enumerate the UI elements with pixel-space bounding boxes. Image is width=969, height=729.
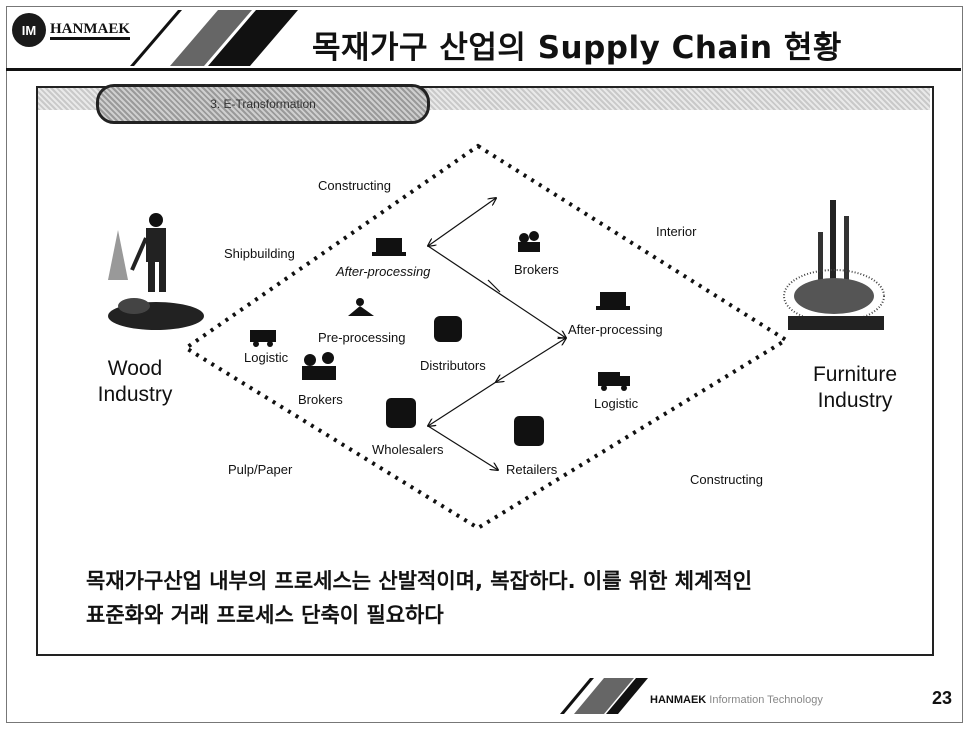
arrow-wholesalers-retailers <box>427 425 498 470</box>
node-brokers-2: Brokers <box>298 392 343 407</box>
wood-label-line1: Wood <box>107 357 163 380</box>
page-title: 목재가구 산업의 Supply Chain 현황 <box>312 30 842 66</box>
arrow-after1-after2 <box>427 245 566 338</box>
supply-chain-diagram <box>108 143 885 531</box>
node-retailers: Retailers <box>506 462 558 477</box>
content-panel <box>36 86 934 656</box>
footer-stripes-decoration <box>560 678 648 714</box>
brokers-2-icon <box>302 352 336 380</box>
wood-label-line2: Industry <box>97 383 173 406</box>
furniture-label-line2: Industry <box>817 389 893 412</box>
wood-industry-label: Wood Industry <box>90 356 180 408</box>
furniture-industry-illustration <box>783 200 885 330</box>
label-constructing-top: Constructing <box>318 178 391 193</box>
distributors-icon <box>434 316 462 342</box>
logo-badge: IM <box>12 13 46 47</box>
slide-frame <box>6 6 963 723</box>
footer-company: HANMAEK <box>650 694 707 706</box>
after-processing-2-icon <box>596 292 630 310</box>
logo-wordmark: HANMAEK <box>50 21 130 40</box>
label-pulp-paper: Pulp/Paper <box>228 462 293 477</box>
wholesalers-icon <box>386 398 416 428</box>
header-stripes-decoration <box>130 10 298 66</box>
summary-line-1: 목재가구산업 내부의 프로세스는 산발적이며, 복잡하다. 이를 위한 체계적인 <box>86 569 753 593</box>
section-tab: 3. E-Transformation <box>96 84 430 124</box>
node-wholesalers: Wholesalers <box>372 442 444 457</box>
footer-text: HANMAEK Information Technology <box>650 694 823 706</box>
after-processing-1-icon <box>372 238 406 256</box>
node-pre-processing: Pre-processing <box>318 330 406 345</box>
page-number: 23 <box>932 688 953 708</box>
header-divider <box>6 68 961 71</box>
label-shipbuilding: Shipbuilding <box>224 246 295 261</box>
logistic-2-icon <box>598 372 630 391</box>
arrow-distributors-wholesalers <box>428 381 497 426</box>
pre-processing-icon <box>348 298 374 316</box>
label-interior: Interior <box>656 224 697 239</box>
furniture-label-line1: Furniture <box>812 363 898 386</box>
node-brokers-1: Brokers <box>514 262 559 277</box>
summary-line-2: 표준화와 거래 프로세스 단축이 필요하다 <box>86 603 444 627</box>
wood-industry-illustration <box>108 213 204 330</box>
node-logistic-1: Logistic <box>244 350 289 365</box>
summary-text: 목재가구산업 내부의 프로세스는 산발적이며, 복잡하다. 이를 위한 체계적인… <box>86 564 916 632</box>
retailers-icon <box>514 416 544 446</box>
brokers-1-icon <box>518 231 540 252</box>
company-logo: IM HANMAEK <box>12 10 130 50</box>
node-after-processing-2: After-processing <box>568 322 663 337</box>
node-logistic-2: Logistic <box>594 396 639 411</box>
label-constructing-bottom: Constructing <box>690 472 763 487</box>
node-after-processing-1: After-processing <box>336 264 431 279</box>
footer-tagline: Information Technology <box>709 694 823 706</box>
arrow-mid-cross <box>487 279 501 293</box>
arrow-brokers-after1 <box>428 198 496 246</box>
arrow-after2-distributors <box>496 338 566 382</box>
furniture-industry-label: Furniture Industry <box>800 362 910 414</box>
node-distributors: Distributors <box>420 358 486 373</box>
logistic-1-icon <box>250 330 276 347</box>
